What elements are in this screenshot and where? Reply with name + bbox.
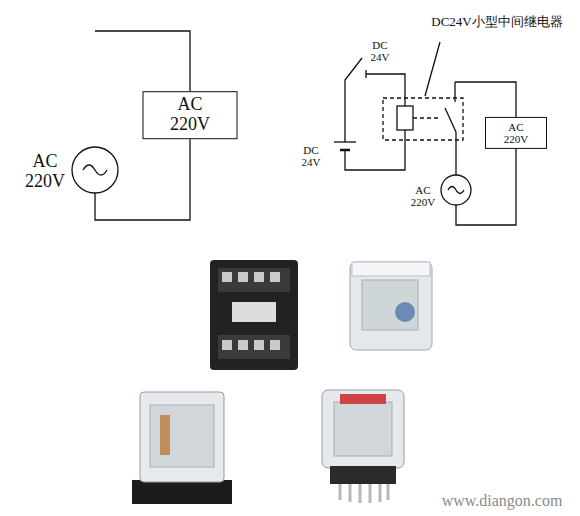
- leader-line: [425, 42, 440, 96]
- relay-photo: [350, 262, 432, 350]
- box-label: AC 220V: [170, 95, 210, 135]
- callout-label: DC24V小型中间继电器: [431, 15, 562, 29]
- watermark: www.diangon.com: [442, 492, 563, 510]
- source-label: AC 220V: [25, 152, 65, 192]
- relay-photo: [132, 392, 232, 504]
- wire: [455, 132, 456, 175]
- switch-contact: [365, 70, 366, 78]
- load-box: AC 220V: [485, 117, 547, 149]
- sine-symbol: [83, 165, 107, 175]
- load-box: AC 220V: [143, 91, 238, 139]
- battery-label: DC 24V: [302, 144, 321, 168]
- box-label: AC 220V: [504, 121, 528, 145]
- contactor-photo: [210, 260, 298, 370]
- ac-source-symbol: [441, 175, 471, 205]
- wire: [344, 150, 345, 158]
- battery-plate: [334, 141, 356, 142]
- relay-coil: [397, 106, 413, 130]
- wire: [345, 130, 405, 170]
- wire: [366, 74, 405, 106]
- ac-source-symbol: [72, 147, 118, 193]
- switch-symbol: [345, 58, 362, 142]
- source-label: AC 220V: [411, 184, 435, 208]
- relay-contact: [445, 108, 456, 132]
- switch-label: DC 24V: [371, 39, 390, 63]
- relay-photo: [322, 390, 404, 503]
- sine-symbol: [448, 187, 464, 194]
- mechanical-link: [413, 117, 440, 118]
- wire: [454, 82, 455, 102]
- relay-dashed-box: [383, 98, 463, 140]
